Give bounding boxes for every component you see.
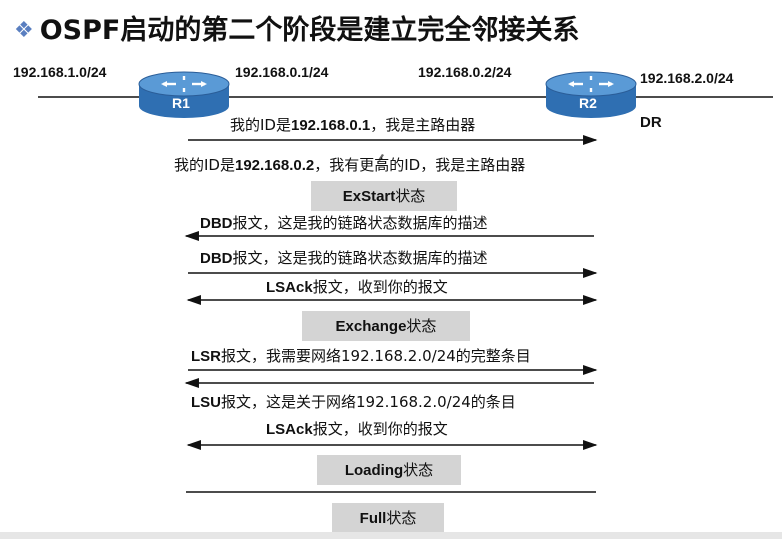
title-text: OSPF启动的第二个阶段是建立完全邻接关系 — [39, 15, 580, 46]
message-8: LSAck报文，收到你的报文 — [266, 420, 448, 438]
state-full: Full状态 — [332, 503, 444, 533]
slide-title: ❖OSPF启动的第二个阶段是建立完全邻接关系 — [14, 8, 579, 47]
r1-label: R1 — [172, 95, 190, 111]
r1-interface-ip: 192.168.0.1/24 — [235, 64, 329, 80]
message-7: LSU报文，这是关于网络192.168.2.0/24的条目 — [191, 393, 516, 411]
r2-label: R2 — [579, 95, 597, 111]
left-network-label: 192.168.1.0/24 — [13, 64, 107, 80]
message-1: 我的ID是192.168.0.1，我是主路由器 — [230, 116, 476, 134]
pen-cursor-icon — [378, 154, 384, 161]
bottom-edge-bar — [0, 532, 782, 539]
message-2: 我的ID是192.168.0.2，我有更高的ID，我是主路由器 — [174, 156, 526, 174]
r2-interface-ip: 192.168.0.2/24 — [418, 64, 512, 80]
message-5: LSAck报文，收到你的报文 — [266, 278, 448, 296]
message-4: DBD报文，这是我的链路状态数据库的描述 — [200, 249, 488, 267]
dr-label: DR — [640, 114, 662, 131]
state-exstart: ExStart状态 — [311, 181, 457, 211]
message-6: LSR报文，我需要网络192.168.2.0/24的完整条目 — [191, 347, 531, 365]
state-loading: Loading状态 — [317, 455, 461, 485]
diamond-bullet-icon: ❖ — [14, 18, 34, 43]
right-network-label: 192.168.2.0/24 — [640, 70, 734, 86]
state-exchange: Exchange状态 — [302, 311, 470, 341]
message-3: DBD报文，这是我的链路状态数据库的描述 — [200, 214, 488, 232]
router-r1-icon — [138, 71, 230, 118]
router-r2-icon — [545, 71, 637, 118]
